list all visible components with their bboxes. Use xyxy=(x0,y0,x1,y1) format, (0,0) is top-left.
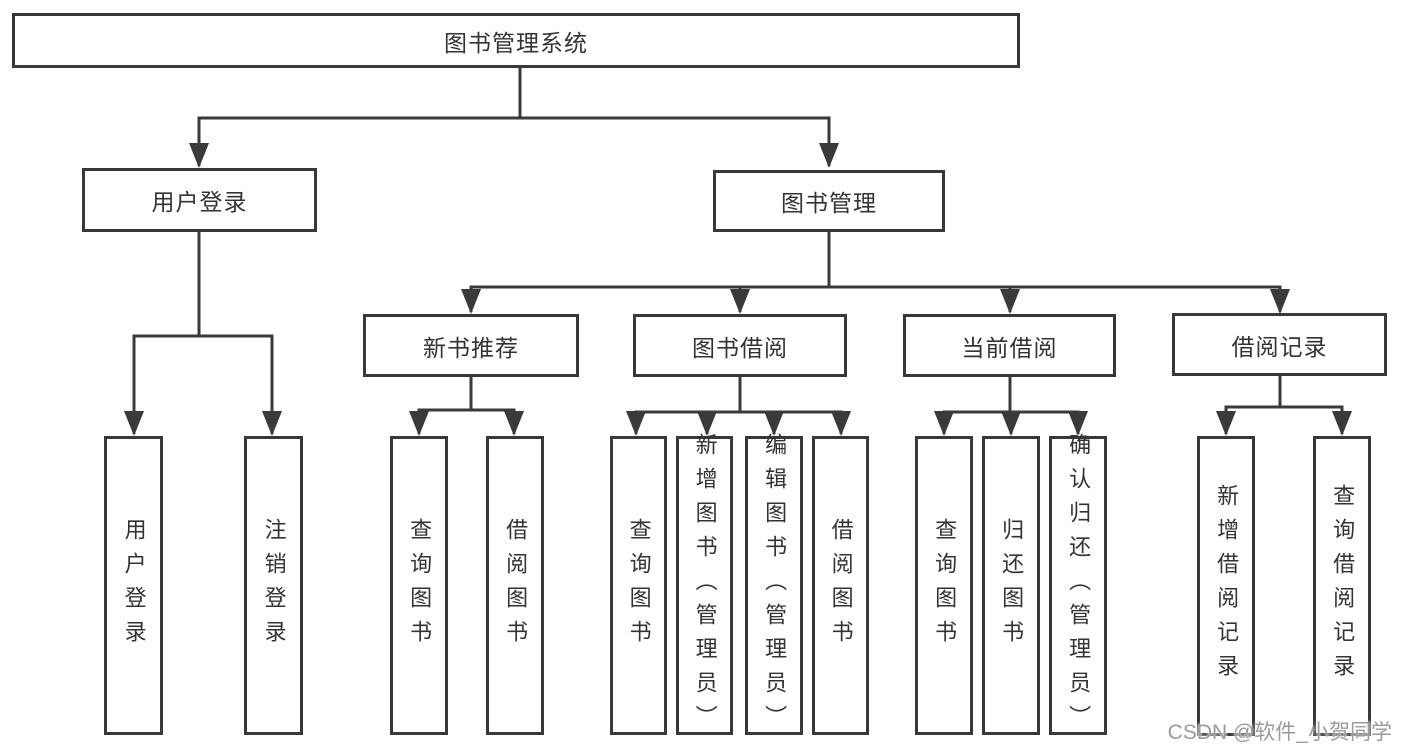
connector-root-to-level2 xyxy=(189,67,839,168)
arrowhead-down-icon xyxy=(124,411,144,436)
node-label: 当前借阅 xyxy=(961,334,1058,361)
arrowhead-down-icon xyxy=(1216,411,1236,436)
connector-book-management-to-level3 xyxy=(461,232,1290,314)
connector-book-borrowing-to-leaves xyxy=(626,377,851,436)
arrowhead-down-icon xyxy=(1068,411,1088,436)
connector-current-borrowing-to-leaves xyxy=(934,377,1088,436)
node-label: 新增借阅记录 xyxy=(1214,484,1240,688)
csdn-watermark: CSDN @软件_小贺同学 xyxy=(1167,721,1392,744)
arrowhead-down-icon xyxy=(461,289,481,314)
arrowhead-down-icon xyxy=(934,411,954,436)
arrowhead-down-icon xyxy=(730,289,750,314)
leaf-user-login: 用户登录 xyxy=(104,436,163,735)
node-label: 借阅图书 xyxy=(828,517,854,654)
node-label: 图书管理 xyxy=(781,190,877,216)
node-book-management: 图书管理 xyxy=(713,170,945,232)
arrowhead-down-icon xyxy=(1332,411,1352,436)
node-book-borrowing: 图书借阅 xyxy=(633,314,847,377)
arrowhead-down-icon xyxy=(1000,289,1020,314)
node-current-borrowing: 当前借阅 xyxy=(903,314,1116,377)
arrowhead-down-icon xyxy=(697,411,717,436)
leaf-confirm-return-admin: 确认归还（管理员） xyxy=(1049,433,1107,739)
node-label: 归还图书 xyxy=(999,517,1025,654)
arrowhead-down-icon xyxy=(189,143,209,168)
node-label: 借阅记录 xyxy=(1231,333,1328,360)
node-label: 查询借阅记录 xyxy=(1330,484,1356,688)
connector-borrowing-records-to-leaves xyxy=(1216,376,1352,436)
leaf-query-books-borrowing: 查询图书 xyxy=(610,436,667,735)
connector-path xyxy=(417,377,516,434)
arrowhead-down-icon xyxy=(1001,411,1021,436)
node-label: 用户登录 xyxy=(151,189,248,215)
node-label: 查询图书 xyxy=(407,517,433,654)
node-library-system: 图书管理系统 xyxy=(12,13,1020,68)
connector-new-book-to-leaves xyxy=(409,377,524,436)
node-label: 图书借阅 xyxy=(692,334,788,361)
node-new-book-recommendation: 新书推荐 xyxy=(363,314,579,377)
leaf-query-books-recommend: 查询图书 xyxy=(390,436,448,735)
leaf-add-books-admin: 新增图书（管理员） xyxy=(676,433,733,739)
arrowhead-down-icon xyxy=(626,411,646,436)
arrowhead-down-icon xyxy=(831,411,851,436)
node-label: 用户登录 xyxy=(121,517,147,654)
connector-path xyxy=(132,232,274,434)
node-label: 图书管理系统 xyxy=(444,29,588,56)
node-label: 新书推荐 xyxy=(423,334,519,361)
node-label: 查询图书 xyxy=(626,517,652,654)
node-label: 编辑图书（管理员） xyxy=(762,432,788,739)
arrowhead-down-icon xyxy=(819,143,839,168)
node-label: 注销登录 xyxy=(261,517,287,654)
node-label: 借阅图书 xyxy=(503,517,529,654)
node-label: 确认归还（管理员） xyxy=(1066,432,1092,739)
arrowhead-down-icon xyxy=(409,411,429,436)
leaf-query-borrow-record: 查询借阅记录 xyxy=(1313,436,1371,736)
node-label: 查询图书 xyxy=(932,517,958,654)
leaf-query-books-current: 查询图书 xyxy=(915,436,973,735)
node-borrowing-records: 借阅记录 xyxy=(1172,313,1387,376)
leaf-edit-books-admin: 编辑图书（管理员） xyxy=(745,433,803,739)
arrowhead-down-icon xyxy=(1270,289,1290,314)
arrowhead-down-icon xyxy=(764,411,784,436)
arrowhead-down-icon xyxy=(504,411,524,436)
connector-path xyxy=(469,232,1282,312)
node-user-login: 用户登录 xyxy=(82,168,317,232)
leaf-borrow-books: 借阅图书 xyxy=(812,436,869,735)
leaf-borrow-books-recommend: 借阅图书 xyxy=(486,436,544,735)
connector-path xyxy=(634,377,843,434)
connector-path xyxy=(197,67,831,166)
leaf-return-books: 归还图书 xyxy=(982,436,1040,735)
connector-path xyxy=(1224,376,1344,434)
connector-user-login-to-leaves xyxy=(124,232,282,436)
leaf-add-borrow-record: 新增借阅记录 xyxy=(1197,436,1255,736)
node-label: 新增图书（管理员） xyxy=(692,432,718,739)
leaf-logout-login: 注销登录 xyxy=(244,436,303,735)
arrowhead-down-icon xyxy=(262,411,282,436)
